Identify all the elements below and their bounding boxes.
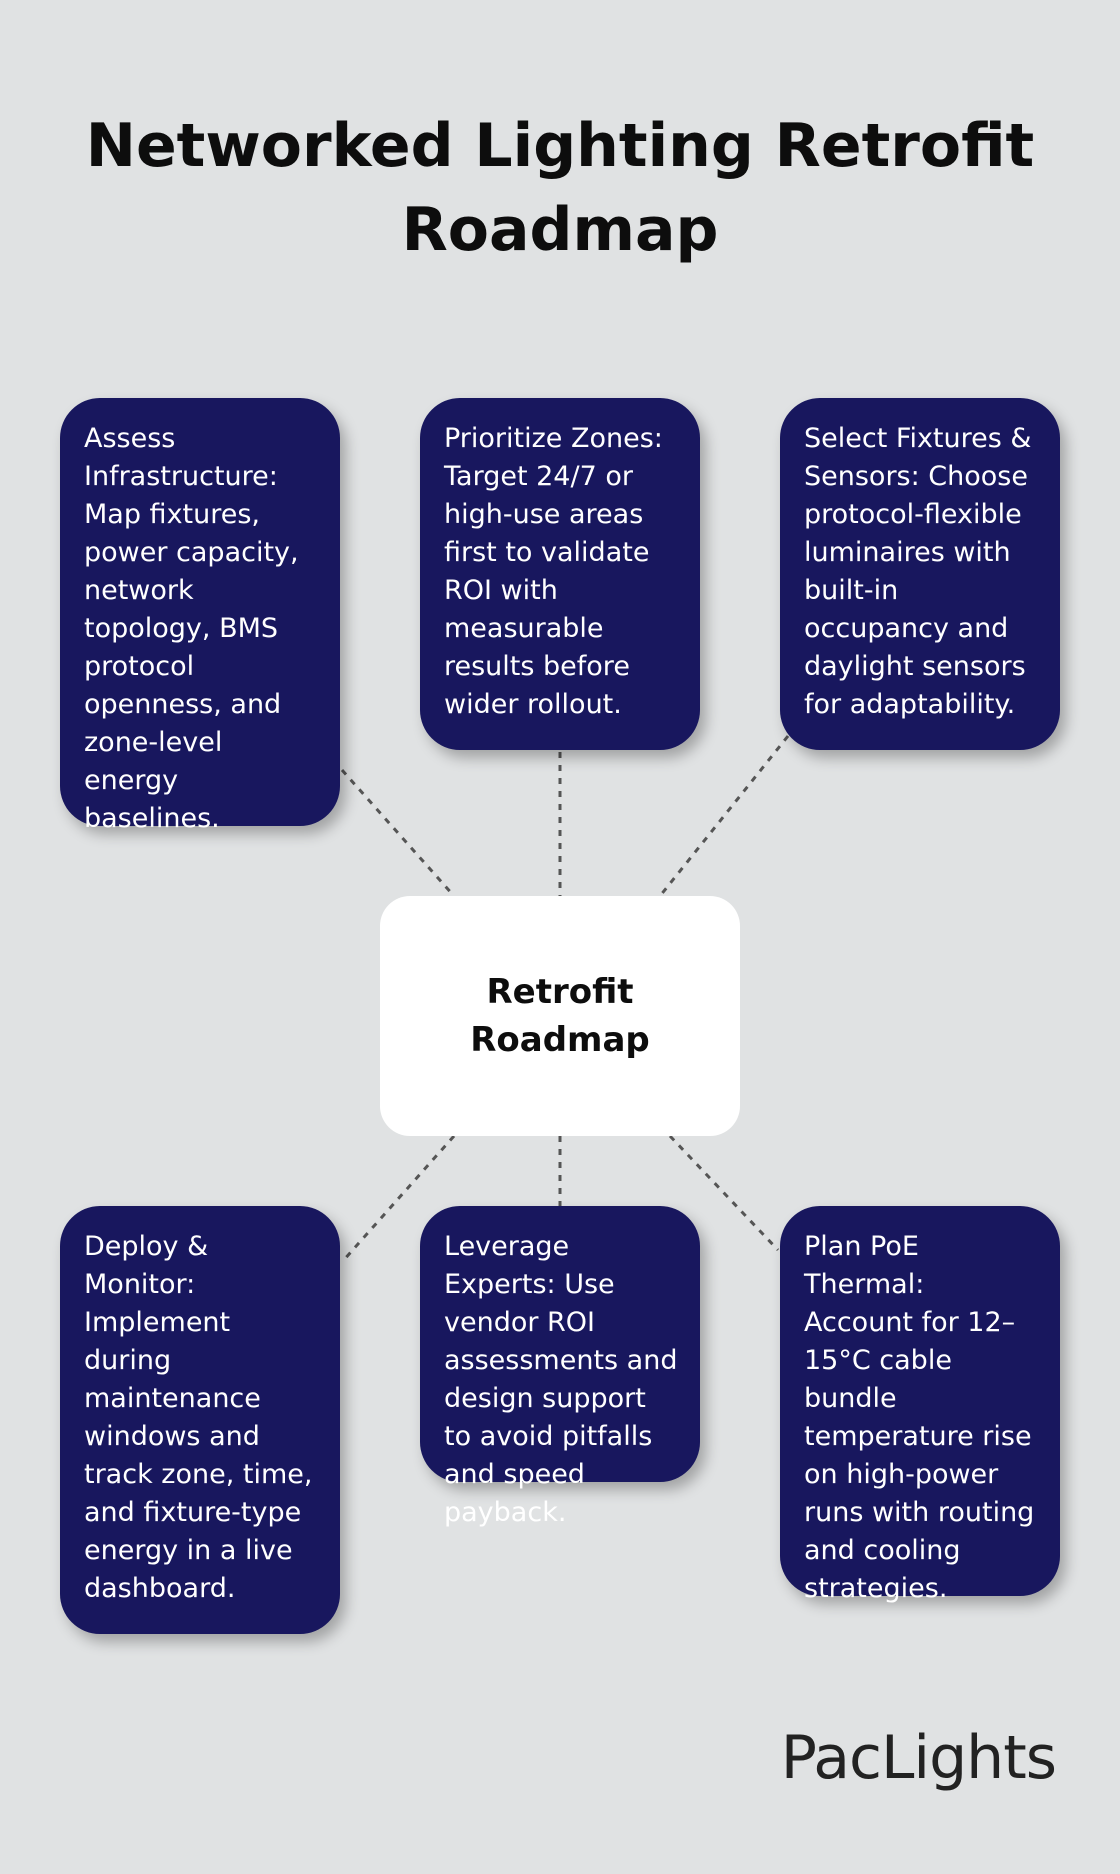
page-title: Networked Lighting Retrofit Roadmap [85,111,1035,265]
node-prioritize-zones: Prioritize Zones: Target 24/7 or high-us… [420,398,700,750]
center-node-label: Retrofit Roadmap [470,972,650,1060]
connector-assess [340,769,456,897]
node-deploy-monitor: Deploy & Monitor: Implement during maint… [60,1206,340,1634]
node-deploy-monitor-text: Deploy & Monitor: Implement during maint… [84,1231,313,1604]
node-assess-infrastructure-text: Assess Infrastructure: Map fixtures, pow… [84,423,299,834]
connector-plan [668,1134,780,1252]
node-select-fixtures-text: Select Fixtures & Sensors: Choose protoc… [804,423,1032,720]
brand-logo: PacLights [780,1723,1057,1793]
node-plan-poe-thermal: Plan PoE Thermal: Account for 12–15°C ca… [780,1206,1060,1604]
node-prioritize-zones-text: Prioritize Zones: Target 24/7 or high-us… [444,423,663,720]
node-assess-infrastructure: Assess Infrastructure: Map fixtures, pow… [60,398,340,834]
node-leverage-experts: Leverage Experts: Use vendor ROI assessm… [420,1206,700,1528]
node-plan-poe-thermal-text: Plan PoE Thermal: Account for 12–15°C ca… [804,1231,1035,1604]
center-node: Retrofit Roadmap [380,896,740,1136]
connector-deploy [340,1135,456,1263]
node-leverage-experts-text: Leverage Experts: Use vendor ROI assessm… [444,1231,678,1528]
connector-select [658,735,790,897]
brand-logo-wordmark: PacLights [780,1723,1057,1793]
node-select-fixtures: Select Fixtures & Sensors: Choose protoc… [780,398,1060,750]
